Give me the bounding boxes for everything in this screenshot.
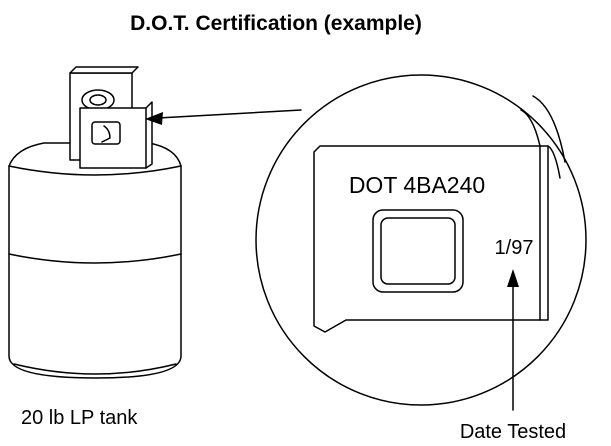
test-date-text: 1/97: [495, 237, 534, 259]
tank-seam: [8, 253, 182, 264]
plate-window: [372, 209, 464, 293]
date-tested-label: Date Tested: [460, 421, 566, 443]
propane-tank: [8, 66, 182, 379]
collar-plate: [313, 145, 549, 333]
date-tested-pointer: [507, 269, 519, 411]
tank-body: [8, 142, 182, 379]
diagram-title: D.O.T. Certification (example): [130, 12, 422, 35]
tank-collar: [69, 66, 153, 169]
tank-base-rim: [13, 363, 177, 375]
tank-label: 20 lb LP tank: [21, 407, 138, 429]
magnify-pointer-arrow: [145, 109, 302, 125]
dot-stamp-text: DOT 4BA240: [349, 172, 485, 198]
magnified-view: DOT 4BA240 1/97: [255, 74, 587, 406]
tank-dome: [8, 165, 182, 176]
